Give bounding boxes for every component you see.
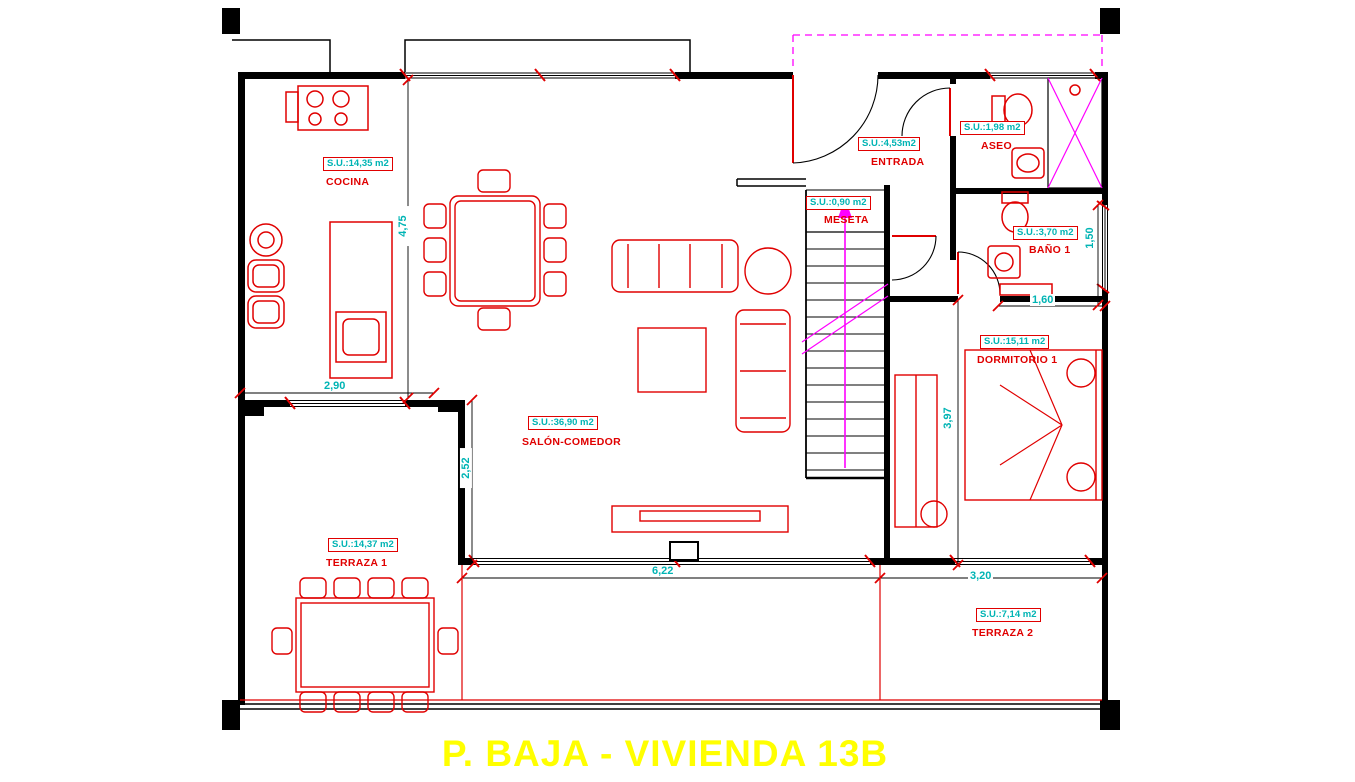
doors [792, 74, 1001, 295]
dim-label-terraza2-width: 3,20 [968, 570, 994, 583]
window-frame-ticks [284, 68, 1110, 568]
room-label-terraza2: TERRAZA 2 [972, 627, 1034, 639]
room-label-salon-comedor: SALÓN-COMEDOR [522, 436, 621, 448]
aseo-fixtures [991, 93, 1045, 179]
dimension-ticks [234, 74, 1111, 584]
corner-pillars [222, 8, 1120, 730]
dim-label-bano1-width: 1,60 [1030, 294, 1056, 307]
terrace-dining-set [271, 577, 459, 713]
terrace-boundary-lines [240, 565, 1102, 701]
area-label-cocina: S.U.:14,35 m2 [323, 157, 393, 172]
area-label-terraza2: S.U.:7,14 m2 [976, 608, 1041, 623]
room-label-aseo: ASEO [981, 140, 1012, 152]
setback-dashed-line [792, 34, 1103, 70]
room-label-entrada: ENTRADA [871, 156, 925, 168]
area-label-aseo: S.U.:1,98 m2 [960, 121, 1025, 136]
dim-label-salon-width: 6,22 [650, 565, 676, 578]
shower-enclosure [1047, 77, 1103, 189]
area-label-dormitorio1: S.U.:15,11 m2 [980, 335, 1050, 350]
structural-column [669, 541, 699, 561]
area-label-terraza1: S.U.:14,37 m2 [328, 538, 398, 553]
room-label-cocina: COCINA [326, 176, 370, 188]
plan-title: P. BAJA - VIVIENDA 13B [441, 733, 889, 774]
dimension-lines [240, 80, 1105, 579]
area-label-bano1: S.U.:3,70 m2 [1013, 226, 1078, 241]
windows [290, 72, 1108, 565]
top-parapet [222, 39, 1110, 710]
area-label-salon-comedor: S.U.:36,90 m2 [528, 416, 598, 431]
room-label-bano1: BAÑO 1 [1029, 244, 1071, 256]
room-label-terraza1: TERRAZA 1 [326, 557, 388, 569]
dim-label-cocina-height: 4,75 [396, 206, 410, 247]
bedroom-furniture [894, 349, 1103, 528]
room-label-dormitorio1: DORMITORIO 1 [977, 354, 1058, 366]
living-furniture [611, 239, 792, 533]
dim-label-salon-terraza-edge: 2,52 [459, 448, 473, 489]
dining-set [423, 169, 567, 331]
dim-label-bano1-window: 1,50 [1083, 218, 1097, 259]
stair-railing [736, 178, 806, 187]
dim-label-dormitorio1-height: 3,97 [941, 398, 955, 439]
area-label-entrada: S.U.:4,53m2 [858, 137, 920, 152]
room-label-meseta: MESETA [824, 214, 869, 226]
area-label-meseta: S.U.:0,90 m2 [806, 196, 871, 211]
stair-direction-arrow [801, 198, 889, 468]
structural-walls [238, 72, 1108, 705]
kitchen-fixtures [247, 85, 393, 379]
dim-label-cocina-width: 2,90 [322, 380, 348, 393]
